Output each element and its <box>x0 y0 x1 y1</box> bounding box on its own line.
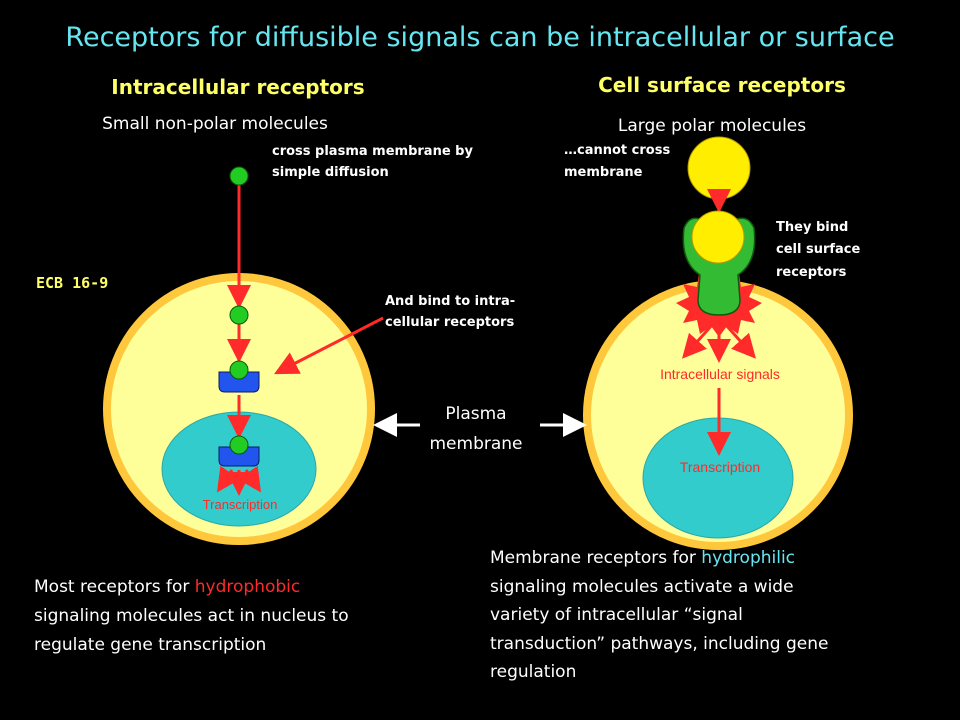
right-subheading: Large polar molecules <box>618 116 806 136</box>
bound-large-molecule <box>691 210 745 264</box>
right-note1-line1: …cannot cross <box>564 143 670 158</box>
signal-arrow-left <box>682 324 714 359</box>
right-caption-line1: Membrane receptors for hydrophilic <box>490 548 795 568</box>
small-molecule-outside <box>229 166 249 186</box>
right-caption-line3: variety of intracellular “signal <box>490 605 743 625</box>
right-caption-highlight: hydrophilic <box>701 548 795 568</box>
signal-arrow-right <box>724 324 756 359</box>
left-caption-highlight: hydrophobic <box>195 577 300 597</box>
bind-pointer-arrow <box>273 316 384 375</box>
right-caption-pre: Membrane receptors for <box>490 548 701 568</box>
left-note2-line1: And bind to intra- <box>385 294 515 309</box>
bound-small-molecule <box>229 360 249 380</box>
plasma-membrane-line2: membrane <box>429 434 522 454</box>
intracellular-signals-label: Intracellular signals <box>660 366 780 382</box>
large-molecule-outside <box>687 136 751 200</box>
slide-title: Receptors for diffusible signals can be … <box>65 22 894 53</box>
ecb-label: ECB 16-9 <box>36 274 108 292</box>
right-note2-line3: receptors <box>776 265 847 280</box>
transcription-arrow-right <box>237 465 261 493</box>
right-caption-line4: transduction” pathways, including gene <box>490 634 828 654</box>
left-caption-line3: regulate gene transcription <box>34 635 266 655</box>
right-caption-line5: regulation <box>490 662 576 682</box>
intracellular-receptor <box>218 371 260 393</box>
left-caption-pre: Most receptors for <box>34 577 195 597</box>
left-note2-line2: cellular receptors <box>385 315 514 330</box>
right-caption-line2: signaling molecules activate a wide <box>490 577 794 597</box>
right-note2-line2: cell surface <box>776 242 860 257</box>
left-transcription-label: Transcription <box>203 497 278 512</box>
nuclear-bound-molecule <box>229 435 249 455</box>
plasma-membrane-line1: Plasma <box>445 404 506 424</box>
small-molecule-cytoplasm <box>229 305 249 325</box>
left-note1-line1: cross plasma membrane by <box>272 144 473 159</box>
right-heading: Cell surface receptors <box>598 73 846 97</box>
left-note1-line2: simple diffusion <box>272 165 389 180</box>
right-note2-line1: They bind <box>776 220 848 235</box>
right-transcription-label: Transcription <box>680 459 760 475</box>
left-heading: Intracellular receptors <box>111 75 364 99</box>
left-subheading: Small non-polar molecules <box>102 114 328 134</box>
left-caption-line1: Most receptors for hydrophobic <box>34 577 300 597</box>
left-caption-line2: signaling molecules act in nucleus to <box>34 606 349 626</box>
right-note1-line2: membrane <box>564 165 643 180</box>
